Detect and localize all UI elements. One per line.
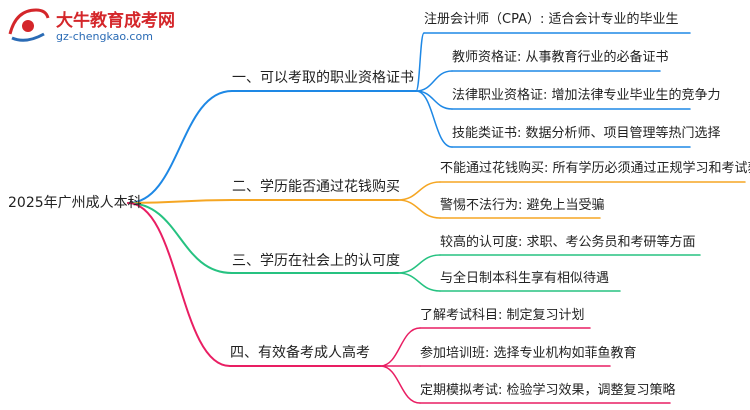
branch-recognition: 三、学历在社会上的认可度 <box>232 253 400 269</box>
leaf-subjects: 了解考试科目: 制定复习计划 <box>420 308 585 323</box>
root-node: 2025年广州成人本科 <box>8 195 142 211</box>
leaf-curve <box>397 181 441 201</box>
leaf-curve <box>415 90 453 148</box>
leaf-law-cert: 法律职业资格证: 增加法律专业毕业生的竞争力 <box>452 88 721 103</box>
leaf-curve <box>379 327 421 367</box>
leaf-curve <box>415 32 425 92</box>
leaf-similar-treatment: 与全日制本科生享有相似待遇 <box>440 271 610 286</box>
leaf-mock-exam: 定期模拟考试: 检验学习效果，调整复习策略 <box>420 383 676 398</box>
branch-curve <box>127 199 233 204</box>
branch-curve <box>127 202 233 274</box>
leaf-high-recognition: 较高的认可度: 求职、考公务员和考研等方面 <box>440 235 696 250</box>
leaf-beware: 警惕不法行为: 避免上当受骗 <box>440 198 605 213</box>
leaf-curve <box>379 365 421 404</box>
branch-curve <box>127 202 231 367</box>
site-logo[interactable]: 大牛教育成考网 gz-chengkao.com <box>4 2 194 48</box>
leaf-curve <box>397 199 441 219</box>
leaf-cannot-buy: 不能通过花钱购买: 所有学历必须通过正规学习和考试获得 <box>440 161 750 176</box>
leaf-curve <box>397 272 441 292</box>
leaf-cpa: 注册会计师（CPA）: 适合会计专业的毕业生 <box>424 12 679 27</box>
leaf-training: 参加培训班: 选择专业机构如菲鱼教育 <box>420 346 637 361</box>
logo-title: 大牛教育成考网 <box>56 11 175 31</box>
leaf-curve <box>397 254 441 274</box>
leaf-teacher-cert: 教师资格证: 从事教育行业的必备证书 <box>452 50 669 65</box>
branch-buy-degree: 二、学历能否通过花钱购买 <box>232 179 400 195</box>
branch-curve <box>127 90 233 204</box>
leaf-curve <box>415 70 453 92</box>
logo-url: gz-chengkao.com <box>56 30 153 43</box>
branch-exam-prep: 四、有效备考成人高考 <box>230 345 370 361</box>
logo-mark-icon <box>8 8 50 42</box>
branch-certificates: 一、可以考取的职业资格证书 <box>232 70 414 86</box>
leaf-skill-cert: 技能类证书: 数据分析师、项目管理等热门选择 <box>452 126 721 141</box>
